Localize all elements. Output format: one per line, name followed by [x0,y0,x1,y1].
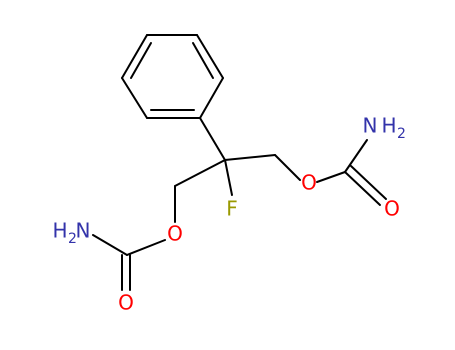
ring-bond [121,34,148,79]
phenyl-to-quaternary-bond [199,117,226,161]
carbonyl-oxygen-left-label: O [118,291,134,315]
carbonyl-c-to-n-left-bond [92,234,128,256]
carbonyl-double-bond-right [350,165,387,200]
fluorine-atom-label: F [226,197,238,221]
quaternary-to-ch2-right-bond [224,154,276,161]
phenyl-ring [121,34,224,119]
ring-double-bond [130,42,152,79]
ring-double-bond [192,42,214,79]
ring-bond [121,77,148,119]
ch2-to-ester-o-right-bond [274,154,301,181]
amine-subscript-left: 2 [68,231,77,247]
carbonyl-c-to-n-right-bond [344,139,368,173]
amine-hydrogen-right-label: H [381,114,396,138]
amine-nitrogen-right-label: N [363,114,378,138]
carbonyl-oxygen-right-label: O [384,197,400,221]
amine-nitrogen-left-label: N [76,219,91,243]
ring-bond [196,34,224,79]
ester-o-to-carbonyl-c-left-bond [126,239,166,256]
amine-subscript-right: 2 [397,126,406,142]
quaternary-to-ch2-left-bond [174,159,226,187]
carbonyl-double-bond-right [344,171,381,206]
amine-hydrogen-left-label: H [52,219,67,243]
ester-oxygen-right-label: O [301,171,317,195]
quaternary-to-fluorine-bond [224,159,233,196]
ester-o-to-carbonyl-c-right-bond [316,171,346,183]
ester-oxygen-left-label: O [167,222,183,246]
ring-bond [199,77,224,119]
